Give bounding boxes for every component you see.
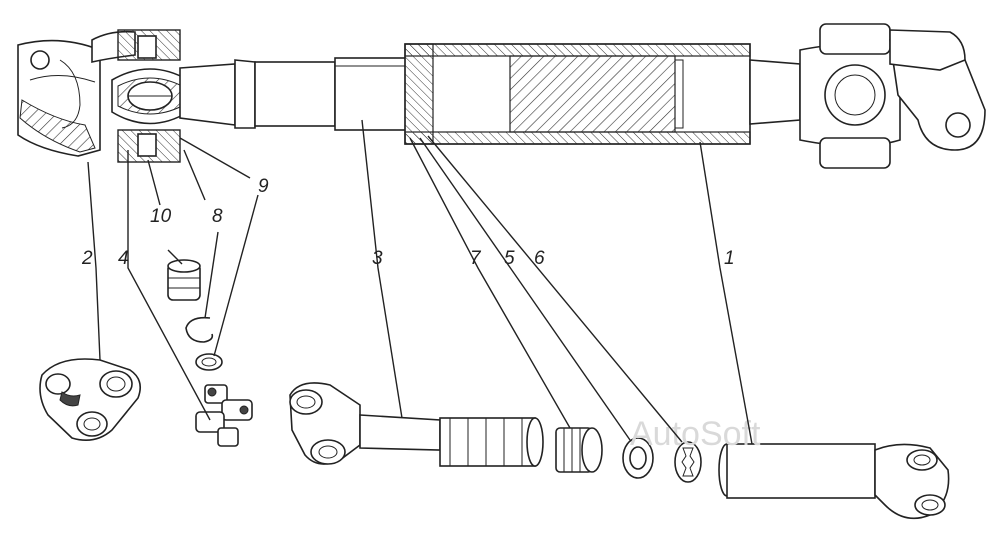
part-4-cross-spider [195, 384, 253, 447]
callout-3: 3 [372, 248, 383, 269]
part-2-flange-yoke [39, 358, 141, 441]
part-8-snap-ring [185, 316, 214, 343]
part-9-washer [195, 353, 223, 371]
callout-4: 4 [118, 248, 129, 269]
part-6-lock-washer [674, 441, 702, 483]
callout-2: 2 [81, 248, 93, 269]
watermark: AutoSoft [630, 415, 761, 453]
left-cross-section [111, 29, 189, 163]
callout-1: 1 [724, 248, 735, 269]
part-1-tube-yoke [718, 443, 950, 520]
callout-8: 8 [212, 206, 223, 227]
part-10-bearing-cup [167, 259, 201, 301]
shaft-3-assembled [179, 57, 411, 131]
part-7-nut [555, 427, 603, 473]
callout-7: 7 [470, 248, 482, 269]
leader-lines [87, 119, 753, 445]
tube-1-assembled [404, 43, 751, 145]
callout-9: 9 [258, 176, 269, 197]
part-5-seal [622, 437, 654, 479]
right-universal-joint [749, 23, 986, 169]
callout-10: 10 [150, 206, 172, 227]
callout-5: 5 [504, 248, 515, 269]
part-3-splined-yoke-shaft [289, 382, 544, 467]
assembled-driveshaft [17, 23, 986, 169]
callout-6: 6 [534, 248, 545, 269]
